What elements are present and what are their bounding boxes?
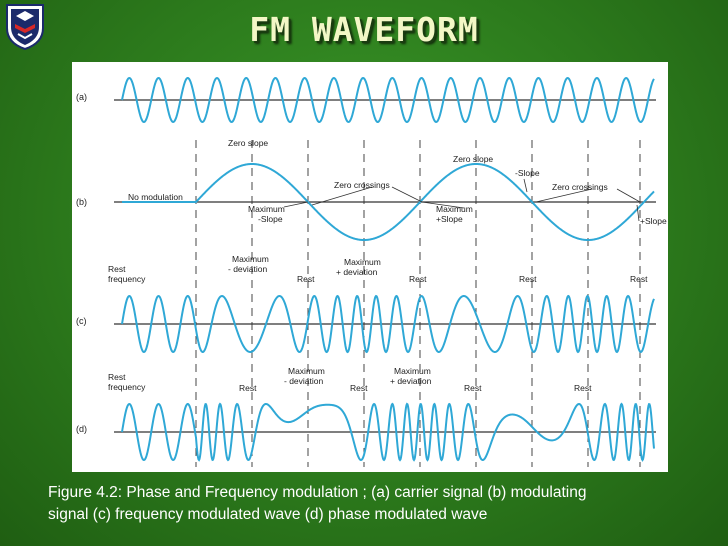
- label-c-max-1: Maximum: [232, 254, 269, 264]
- panel-label-b: (b): [76, 197, 87, 207]
- panel-label-c: (c): [76, 316, 87, 326]
- label-c-max-2: Maximum: [344, 257, 381, 267]
- label-maximum-neg-slope: -Slope: [258, 214, 283, 224]
- label-c-dev-1: - deviation: [228, 264, 267, 274]
- label-maximum-2: Maximum: [436, 204, 473, 214]
- panel-label-d: (d): [76, 424, 87, 434]
- slide-title: FM WAVEFORM: [249, 10, 479, 49]
- label-zero-slope-1: Zero slope: [228, 138, 268, 148]
- figure-caption: Figure 4.2: Phase and Frequency modulati…: [48, 482, 708, 526]
- figure-panel: (a) (b) (c) (d) Zero slope Zero slope -S…: [72, 62, 668, 472]
- label-c-rest-4: Rest: [630, 274, 648, 284]
- university-crest-icon: [6, 4, 44, 50]
- label-d-dev-2: + deviation: [390, 376, 432, 386]
- label-d-rest-3: Rest: [464, 383, 482, 393]
- label-d-rest-frequency-2: frequency: [108, 382, 146, 392]
- label-d-dev-1: - deviation: [284, 376, 323, 386]
- label-c-dev-2: + deviation: [336, 267, 378, 277]
- label-no-modulation: No modulation: [128, 192, 183, 202]
- label-d-rest-4: Rest: [574, 383, 592, 393]
- label-c-rest-frequency-2: frequency: [108, 274, 146, 284]
- carrier-wave: [121, 76, 655, 124]
- label-c-rest-frequency-1: Rest: [108, 264, 126, 274]
- panel-label-a: (a): [76, 92, 87, 102]
- annotation-arrows: [283, 178, 641, 222]
- label-d-max-2: Maximum: [394, 366, 431, 376]
- label-c-rest-3: Rest: [519, 274, 537, 284]
- modulating-signal-wave: [122, 163, 655, 241]
- caption-line-2: signal (c) frequency modulated wave (d) …: [48, 506, 488, 523]
- label-maximum-pos-slope: +Slope: [436, 214, 463, 224]
- waveform-figure: (a) (b) (c) (d) Zero slope Zero slope -S…: [76, 76, 667, 467]
- label-d-max-1: Maximum: [288, 366, 325, 376]
- label-d-rest-1: Rest: [239, 383, 257, 393]
- label-c-rest-2: Rest: [409, 274, 427, 284]
- label-neg-slope: -Slope: [515, 168, 540, 178]
- pm-wave: [121, 402, 655, 462]
- label-c-rest-1: Rest: [297, 274, 315, 284]
- label-pos-slope: +Slope: [640, 216, 667, 226]
- label-d-rest-2: Rest: [350, 383, 368, 393]
- label-maximum-1: Maximum: [248, 204, 285, 214]
- fm-wave: [121, 294, 655, 354]
- caption-line-1: Figure 4.2: Phase and Frequency modulati…: [48, 484, 587, 501]
- label-zero-crossings-2: Zero crossings: [552, 182, 608, 192]
- label-d-rest-frequency-1: Rest: [108, 372, 126, 382]
- label-zero-slope-2: Zero slope: [453, 154, 493, 164]
- label-zero-crossings-1: Zero crossings: [334, 180, 390, 190]
